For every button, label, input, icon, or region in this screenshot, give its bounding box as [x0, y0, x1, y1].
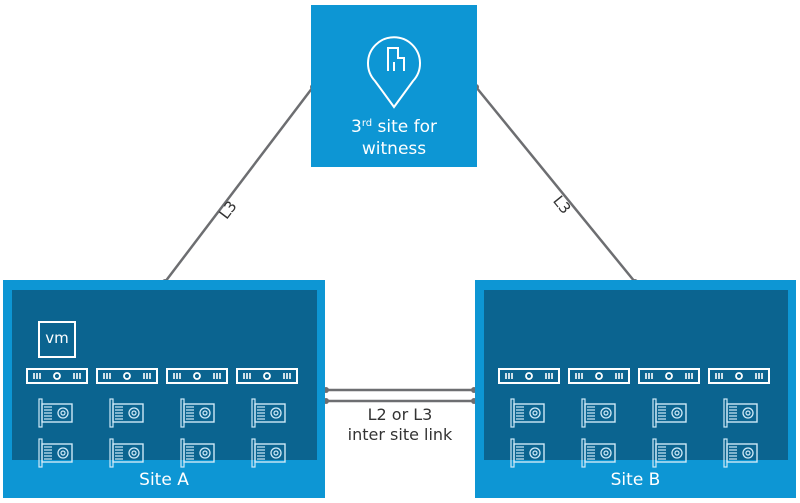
- esxi-host-icon: [568, 368, 630, 388]
- l3-label-right: L3: [549, 192, 574, 217]
- l3-label-left: L3: [215, 197, 240, 222]
- witness-label-number: 3: [350, 117, 362, 137]
- witness-label-rest: site for: [372, 117, 438, 137]
- esxi-host-icon: [166, 368, 228, 388]
- disk-icon: [723, 438, 794, 472]
- site-a-cluster: vm: [12, 290, 317, 468]
- witness-label-line2: witness: [361, 139, 427, 159]
- esxi-host-icon: [96, 368, 158, 388]
- inter-site-link-label-line2: inter site link: [347, 425, 453, 444]
- esxi-host-icon: [638, 368, 700, 388]
- disk-icon: [180, 398, 251, 432]
- disk-icon: [38, 398, 109, 432]
- disk-icon: [251, 398, 322, 432]
- disk-grid: [510, 398, 794, 472]
- disk-icon: [510, 438, 581, 472]
- disk-icon: [652, 438, 723, 472]
- site-a-label: Site A: [139, 470, 189, 490]
- disk-icon: [581, 398, 652, 432]
- esxi-host-icon: [708, 368, 770, 388]
- witness-label: 3rd site for witness: [311, 113, 477, 160]
- disk-icon: [652, 398, 723, 432]
- disk-icon: [109, 438, 180, 472]
- inter-site-link-label: L2 or L3 inter site link: [330, 405, 470, 445]
- host-row: [26, 368, 298, 388]
- site-a-box: vm Site A: [3, 280, 325, 498]
- witness-label-suffix: rd: [361, 118, 373, 129]
- disk-icon: [723, 398, 794, 432]
- esxi-host-icon: [498, 368, 560, 388]
- disk-icon: [109, 398, 180, 432]
- l3-link-left: [164, 86, 314, 283]
- site-b-label: Site B: [610, 470, 661, 490]
- disk-icon: [251, 438, 322, 472]
- witness-site-box: 3rd site for witness: [311, 5, 477, 167]
- vm-icon: vm: [38, 321, 76, 358]
- disk-icon: [38, 438, 109, 472]
- esxi-host-icon: [236, 368, 298, 388]
- site-b-cluster: [484, 290, 788, 468]
- disk-icon: [581, 438, 652, 472]
- host-row: [498, 368, 770, 388]
- disk-grid: [38, 398, 322, 472]
- disk-icon: [180, 438, 251, 472]
- l3-link-right: [475, 86, 636, 283]
- inter-site-link-label-line1: L2 or L3: [367, 405, 433, 424]
- location-pin-building-icon: [367, 36, 421, 109]
- esxi-host-icon: [26, 368, 88, 388]
- disk-icon: [510, 398, 581, 432]
- site-b-box: Site B: [475, 280, 796, 498]
